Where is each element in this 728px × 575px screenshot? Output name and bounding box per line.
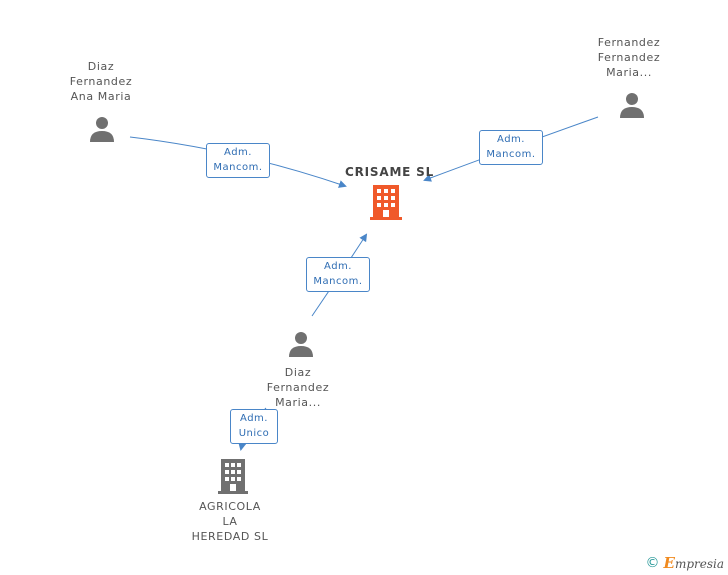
brand-name: mpresia (674, 557, 724, 571)
edge-label-adm-mancom[interactable]: Adm. Mancom. (479, 130, 543, 165)
person-label-line: Fernandez (597, 36, 661, 49)
person-label-line: Diaz (284, 366, 312, 379)
edge-label-line: Adm. (497, 134, 525, 145)
person-label-diaz-ana-maria[interactable]: Diaz Fernandez Ana Maria (58, 59, 144, 104)
edge-label-line: Adm. (240, 413, 268, 424)
edge-label-line: Unico (238, 428, 270, 439)
person-label-line: Fernandez (69, 75, 133, 88)
person-label-line: Fernandez (597, 51, 661, 64)
company-label-line: LA (222, 515, 238, 528)
company-label-line: HEREDAD SL (191, 530, 269, 543)
person-label-line: Diaz (87, 60, 115, 73)
person-icon[interactable] (286, 329, 316, 359)
building-icon[interactable] (370, 185, 402, 221)
person-label-fernandez-maria[interactable]: Fernandez Fernandez Maria... (586, 35, 672, 80)
person-icon[interactable] (87, 114, 117, 144)
company-label-agricola[interactable]: AGRICOLA LA HEREDAD SL (180, 499, 280, 544)
brand-logo: Empresia (664, 554, 725, 572)
building-icon[interactable] (218, 459, 248, 495)
person-label-line: Fernandez (266, 381, 330, 394)
edge-label-line: Mancom. (313, 276, 363, 287)
brand-initial: E (663, 554, 675, 572)
company-title-crisame[interactable]: CRISAME SL (345, 165, 435, 179)
edge-label-adm-unico[interactable]: Adm. Unico (230, 409, 278, 444)
person-label-diaz-maria[interactable]: Diaz Fernandez Maria... (255, 365, 341, 410)
edge-label-line: Adm. (324, 261, 352, 272)
edge-label-adm-mancom[interactable]: Adm. Mancom. (206, 143, 270, 178)
edge-label-adm-mancom[interactable]: Adm. Mancom. (306, 257, 370, 292)
edge-label-line: Adm. (224, 147, 252, 158)
person-label-line: Maria... (275, 396, 321, 409)
brand-footer[interactable]: © Empresia (646, 554, 725, 572)
company-label-line: AGRICOLA (199, 500, 261, 513)
edge-label-line: Mancom. (486, 149, 536, 160)
person-label-line: Maria... (606, 66, 652, 79)
edge-label-line: Mancom. (213, 162, 263, 173)
person-label-line: Ana Maria (70, 90, 132, 103)
person-icon[interactable] (617, 90, 647, 120)
copyright-icon: © (645, 555, 660, 571)
